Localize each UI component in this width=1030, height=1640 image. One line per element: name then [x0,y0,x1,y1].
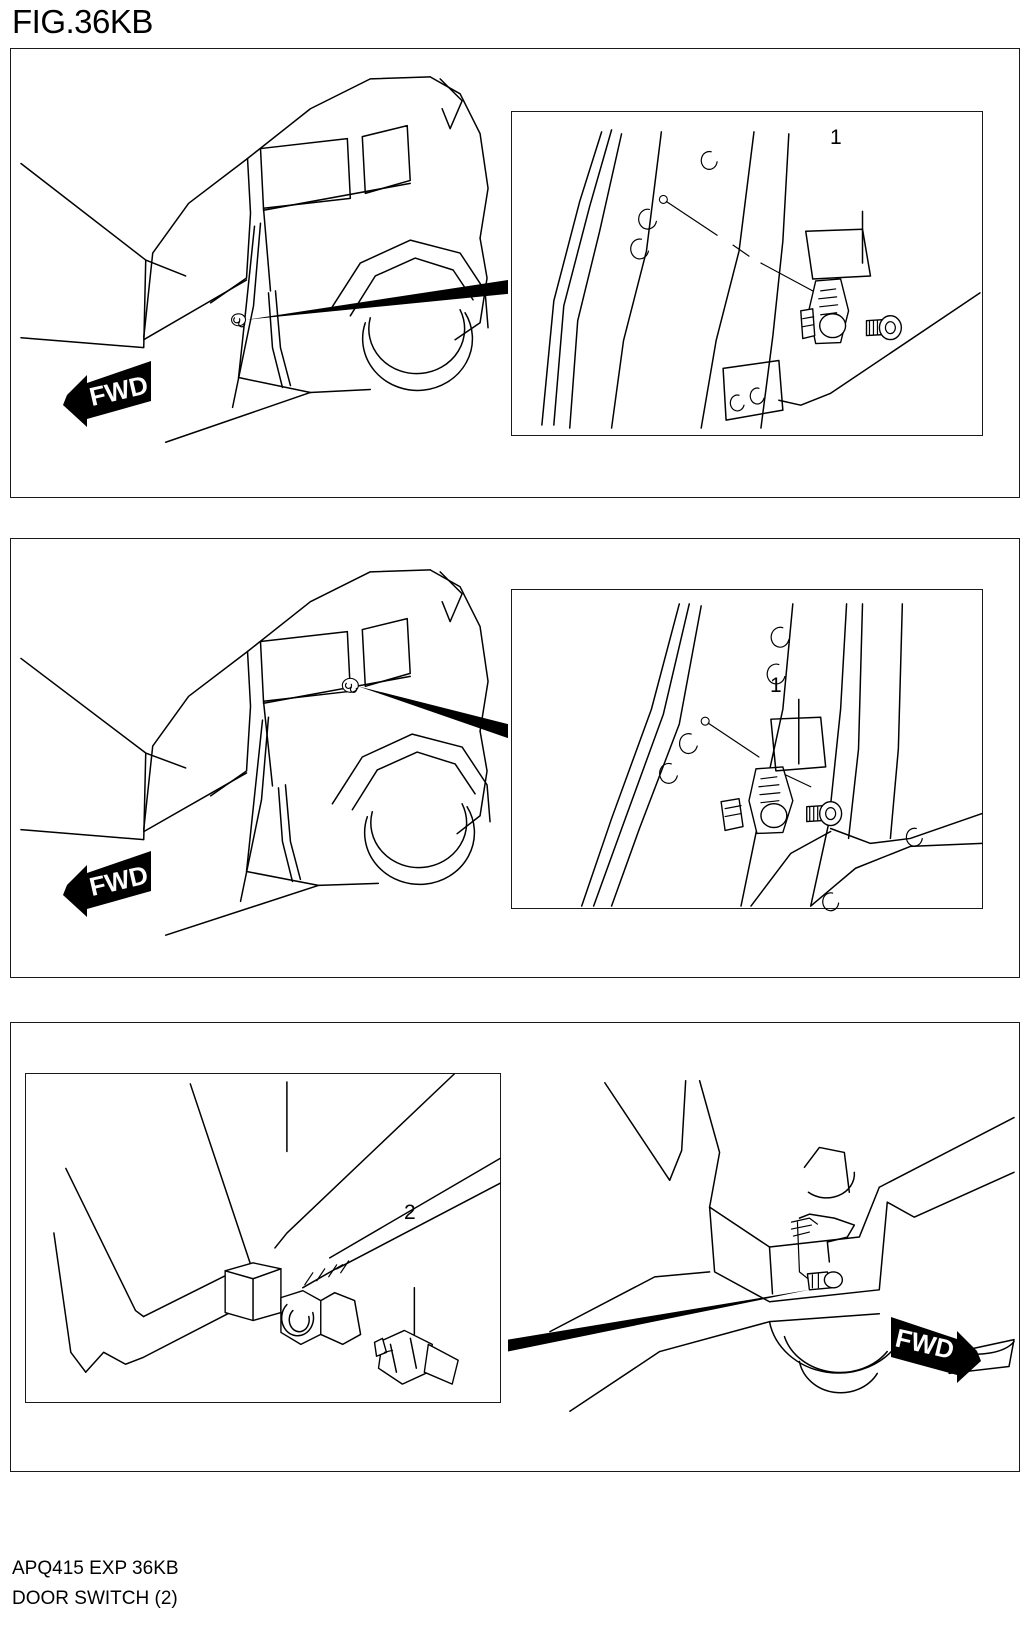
panel-2-detail-inset: 1 [511,589,983,912]
panel-2-detail-drawing [580,603,983,912]
panel-3: FWD [10,1022,1020,1472]
panel-1-detail-inset: 1 [511,111,983,436]
footer-code: APQ415 EXP 36KB [12,1558,179,1579]
fwd-direction-arrow: FWD [63,361,151,427]
panel-1-detail-drawing [541,129,981,429]
figure-title: FIG.36KB [12,3,153,40]
fwd-direction-arrow: FWD [63,851,151,917]
panel-2-vehicle-drawing [20,569,509,936]
panel-3-detail-drawing [53,1073,501,1385]
fwd-direction-arrow: FWD [891,1317,981,1383]
fwd-label: FWD [86,369,150,412]
panel-1: FWD [10,48,1020,498]
callout-ref-1: 1 [770,674,782,697]
fwd-label: FWD [86,859,150,902]
footer-name: DOOR SWITCH (2) [12,1588,178,1609]
panel-1-vehicle-drawing [20,76,509,443]
callout-ref-1: 1 [830,126,842,149]
callout-ref-2: 2 [404,1201,416,1224]
panel-3-vehicle-drawing [508,1079,1015,1413]
panel-3-detail-inset: 2 [25,1073,501,1403]
panel-2: FWD [10,538,1020,978]
